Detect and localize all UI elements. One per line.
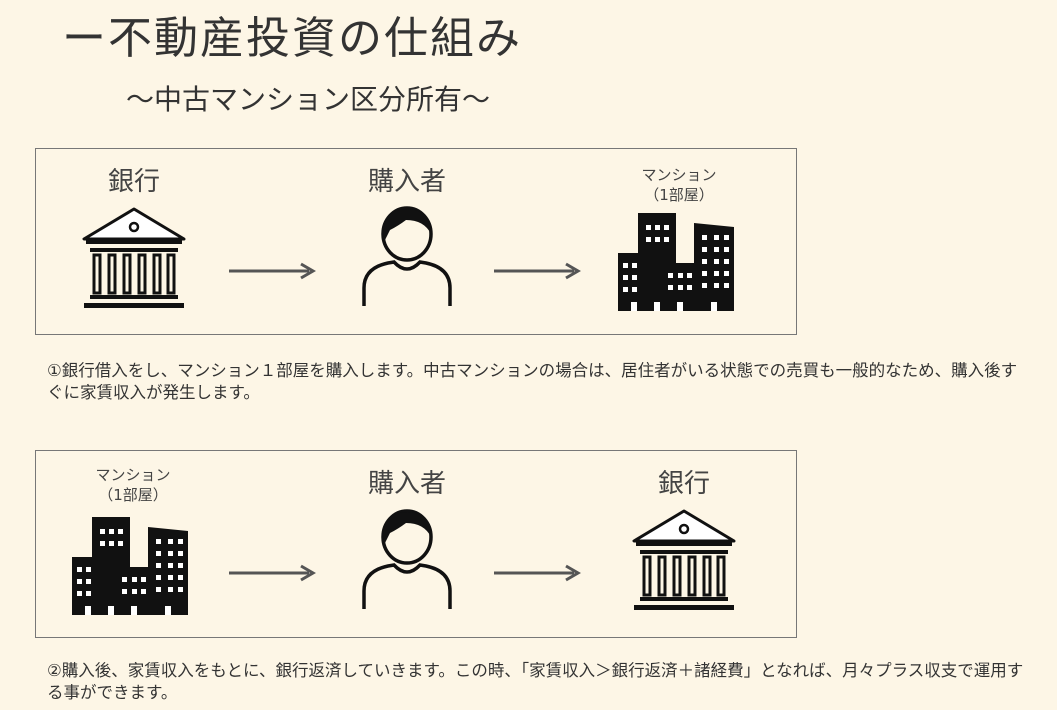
arrow-right-icon [494,564,580,582]
condo-label-line2: （1部屋） [644,186,714,204]
condo-label: マンション （1部屋） [88,465,178,505]
bank-label: 銀行 [108,167,161,197]
buyer-label: 購入者 [368,469,447,499]
page-title: ー不動産投資の仕組み [62,13,522,64]
person-icon [362,509,452,611]
arrow-right-icon [229,262,315,280]
description-step-2: ②購入後、家賃収入をもとに、銀行返済していきます。この時、「家賃収入＞銀行返済＋… [47,661,1024,702]
buildings-icon [618,213,734,311]
bank-icon [632,509,736,612]
condo-label-line1: マンション [95,466,171,484]
condo-label-line2: （1部屋） [98,486,168,504]
buyer-label: 購入者 [368,167,447,197]
arrow-right-icon [494,262,580,280]
person-icon [362,206,452,308]
buildings-icon [72,517,188,615]
bank-label: 銀行 [658,469,711,499]
flow-diagram-purchase: 銀行 購入者 マンション （1部屋） [35,148,797,335]
arrow-right-icon [229,564,315,582]
description-step-1: ①銀行借入をし、マンション１部屋を購入します。中古マンションの場合は、居住者がい… [47,361,1018,402]
flow-diagram-repayment: マンション （1部屋） 購入者 銀行 [35,450,797,638]
bank-icon [82,207,186,310]
condo-label-line1: マンション [641,166,717,184]
page-subtitle: ～中古マンション区分所有～ [126,83,491,116]
condo-label: マンション （1部屋） [634,165,724,205]
